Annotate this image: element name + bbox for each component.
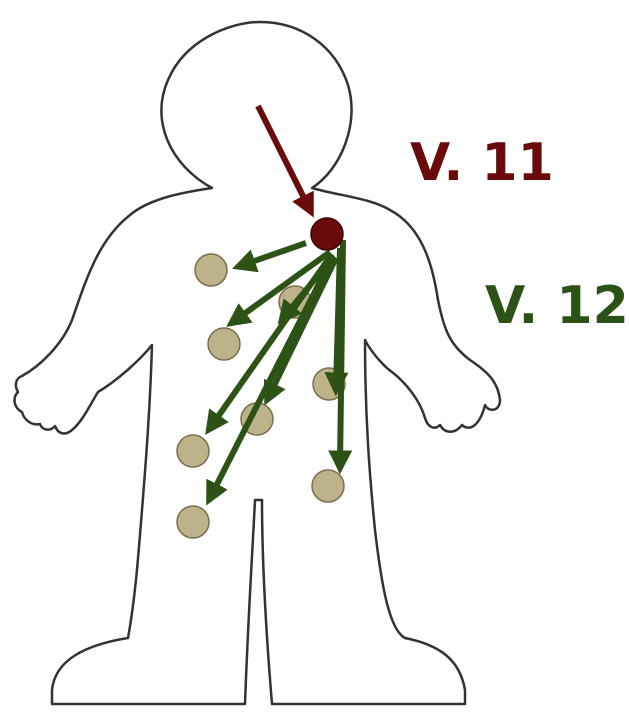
target-dot-icon [195,254,227,286]
target-dot-icon [208,328,240,360]
v12-arrow [340,240,343,466]
source-dot-icon [311,218,343,250]
target-dot-icon [177,506,209,538]
target-dot-icon [177,435,209,467]
label-v12: V. 12 [485,280,629,332]
target-dot-icon [312,470,344,502]
label-v11: V. 11 [410,137,554,189]
